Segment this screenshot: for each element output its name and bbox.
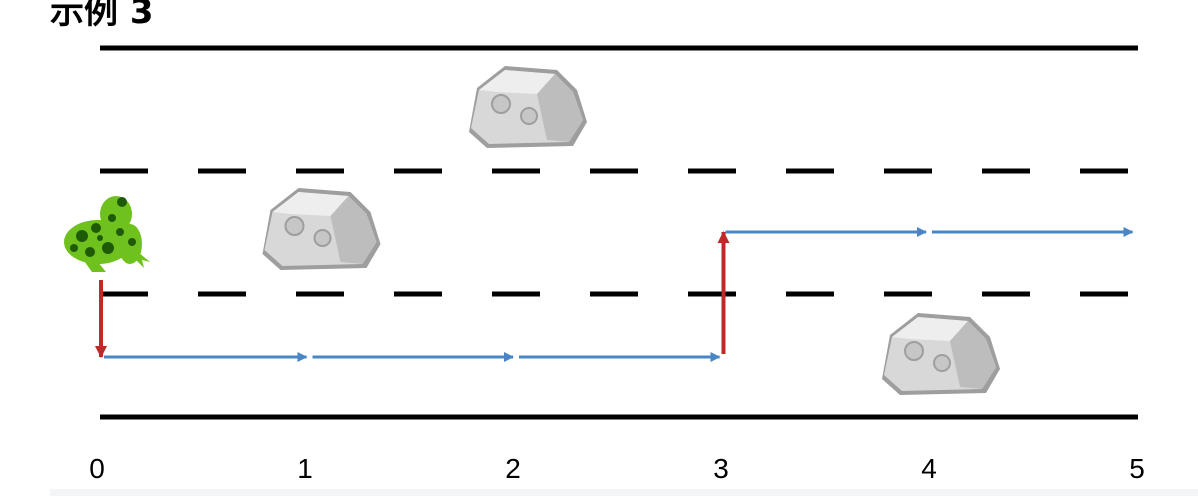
x-tick-label: 2 [505, 453, 521, 484]
frog [64, 196, 150, 272]
x-tick-label: 1 [297, 453, 313, 484]
x-tick-label: 3 [713, 453, 729, 484]
x-tick-label: 5 [1129, 453, 1145, 484]
rock-icon [882, 313, 1000, 395]
rock-icon [262, 188, 381, 270]
frog-icon [64, 196, 150, 272]
obstacles [262, 66, 1000, 395]
x-axis: 0 1 2 3 4 5 [89, 453, 1145, 484]
x-tick-label: 4 [921, 453, 937, 484]
bottom-strip [50, 489, 1198, 496]
caption: 示例 3 [50, 0, 154, 32]
rock-icon [469, 66, 587, 148]
jump-path [95, 227, 1134, 362]
x-tick-label: 0 [89, 453, 105, 484]
